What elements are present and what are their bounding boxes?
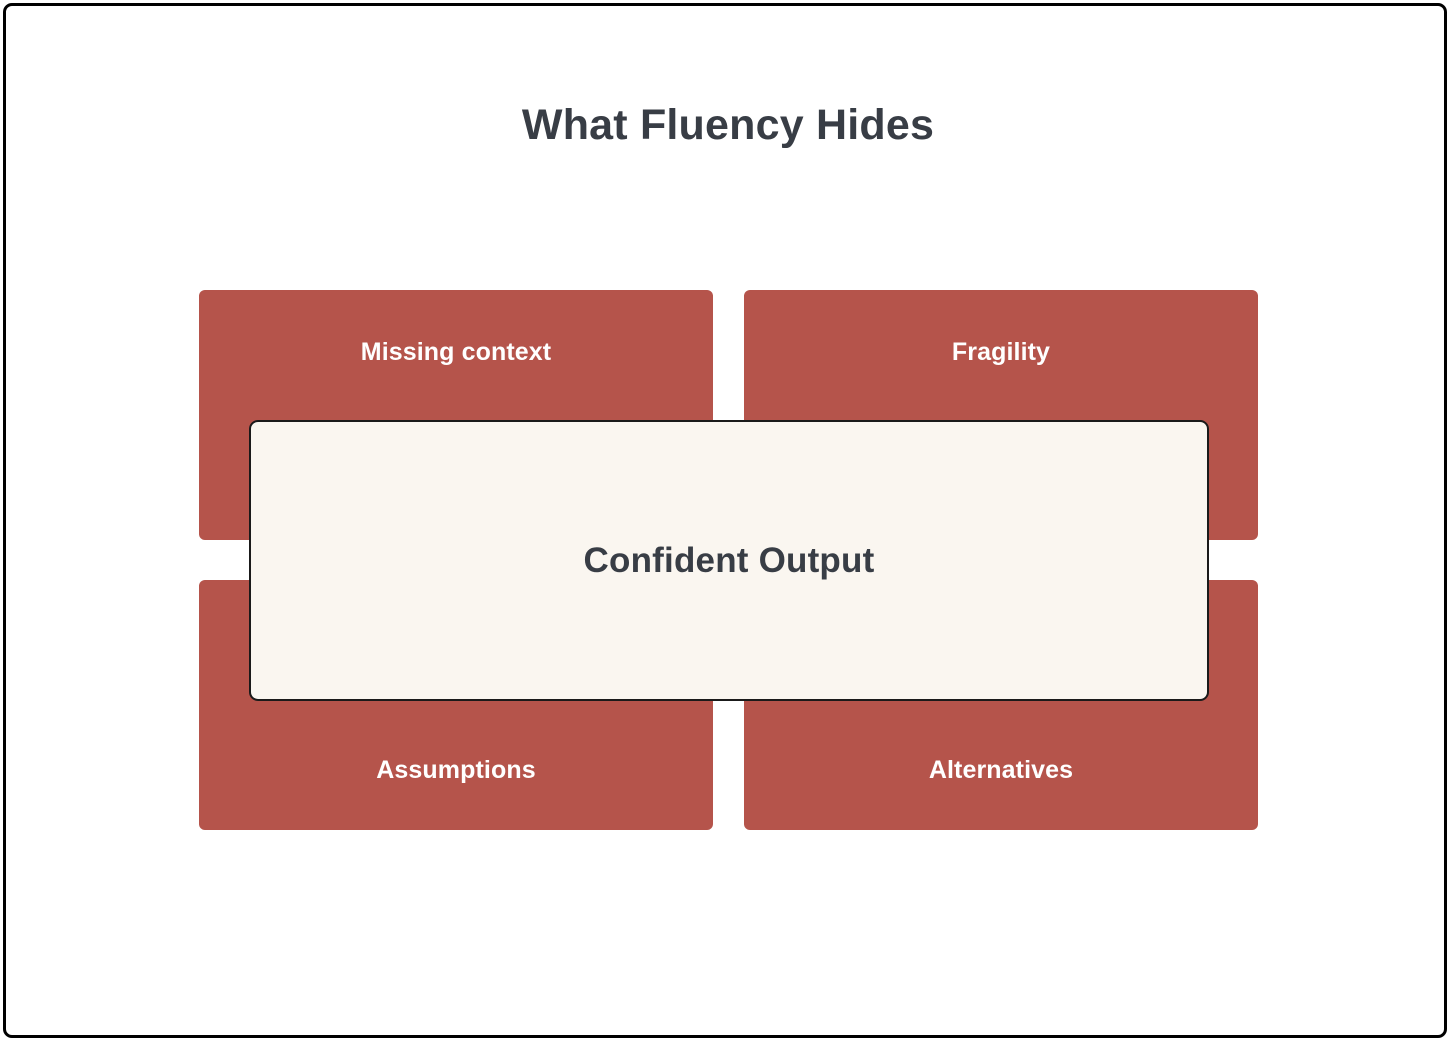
quadrant-label-alternatives: Alternatives [928,756,1074,784]
quadrant-label-missing-context: Missing context [360,338,552,366]
quadrant-label-fragility: Fragility [951,338,1051,366]
center-card-label: Confident Output [583,540,875,580]
page-title: What Fluency Hides [521,101,935,149]
center-card-confident-output[interactable]: Confident Output [249,420,1209,701]
quadrant-label-assumptions: Assumptions [376,756,536,784]
